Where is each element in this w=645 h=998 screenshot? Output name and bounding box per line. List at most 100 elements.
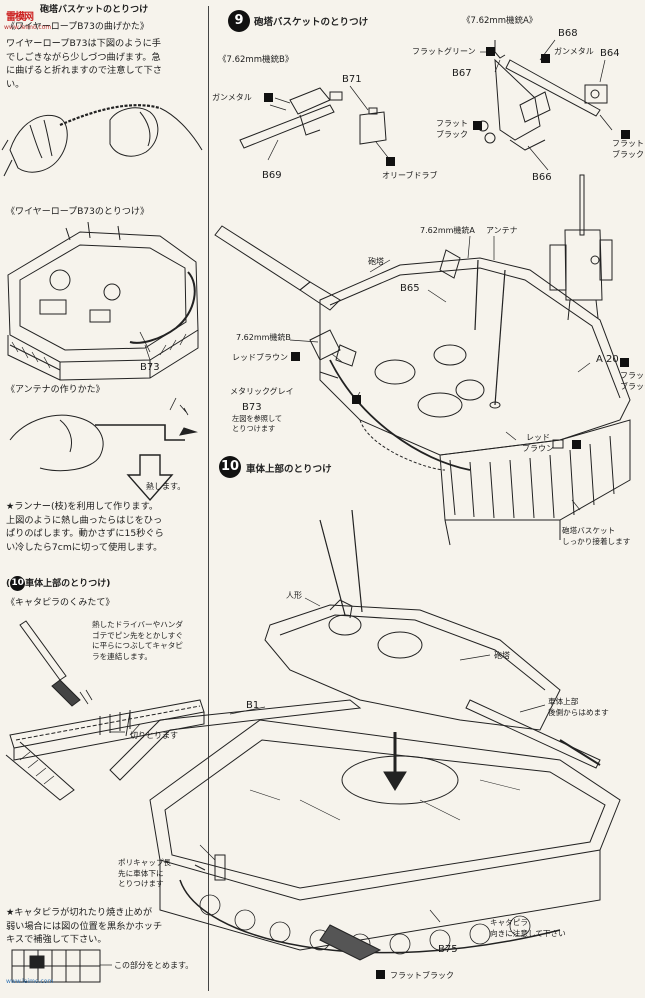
- turret-label-2: 砲塔: [494, 651, 510, 660]
- step-9-number: 9: [228, 10, 250, 32]
- part-label-a20: A 20: [596, 354, 619, 365]
- watermark-title: 雷模网: [6, 12, 34, 23]
- flat-black-swatch-2: [621, 130, 630, 139]
- note-line: とりつけます: [118, 879, 164, 888]
- subheading-antenna: 《アンテナの作りかた》: [6, 385, 105, 395]
- subheading-antenna-text: アンテナの作りかた: [15, 385, 96, 395]
- watermark-bottom: www.leimo.com: [6, 978, 54, 985]
- part-label-b68: B68: [558, 28, 578, 39]
- metallic-grey-swatch: [352, 395, 361, 404]
- note-line: 後側からはめます: [548, 707, 609, 717]
- hull-assembly-drawing: [110, 510, 620, 960]
- flat-green-swatch: [486, 47, 495, 56]
- subheading-wire-bending: 《ワイヤーロープB73の曲げかた》: [6, 22, 149, 32]
- b73-note: 左図を参照して とりつけます: [232, 414, 282, 433]
- paragraph-line: ぱりのばします。動かさずに15秒ぐら: [6, 528, 164, 539]
- red-brown-label-2: レッド ブラウン: [522, 433, 554, 453]
- subheading-wire-attach-text: ワイヤーロープB73のとりつけ: [15, 207, 140, 217]
- flat-black-label: フラット ブラック: [436, 119, 468, 139]
- paragraph-line: に曲げると折れますので注意して下さ: [6, 65, 162, 76]
- gunmetal-label: ガンメタル: [212, 93, 252, 102]
- paragraph-line: キスで補強して下さい。: [6, 934, 107, 945]
- mg-b-drawing: [240, 88, 386, 148]
- note-line: 向きに注意して下さい: [490, 928, 566, 938]
- flat-black-swatch-3: [620, 358, 629, 367]
- column-divider: [208, 6, 209, 991]
- track-reinforce-paragraph: ★キャタピラが切れたり焼き止めが 弱い場合には図の位置を黒糸かホッチ キスで補強…: [6, 906, 162, 947]
- paragraph-line: ★キャタピラが切れたり焼き止めが: [6, 907, 153, 918]
- track-heat-note: 熱したドライバーやハンダ ゴテでピン先をとかしすぐ に平らにつぶしてキャタピ ラ…: [92, 620, 183, 662]
- step-10-number: 10: [219, 456, 241, 478]
- part-label-b75: B75: [438, 944, 458, 955]
- part-label-b64: B64: [600, 48, 620, 59]
- red-brown-label: レッドブラウン: [232, 353, 288, 362]
- part-label-b67: B67: [452, 68, 472, 79]
- paragraph-line: 弱い場合には図の位置を黒糸かホッチ: [6, 920, 163, 932]
- hands-bending-wire-illustration: [2, 105, 202, 176]
- note-line: とりつけます: [232, 423, 276, 433]
- watermark-url: www.leimo.com: [4, 24, 52, 31]
- cut-label: 切りとります: [130, 731, 178, 740]
- note-line: キャタピラ: [490, 918, 528, 927]
- note-line: しっかり接着します: [562, 536, 631, 546]
- mg-a-heading: 《7.62mm機銃A》: [462, 16, 538, 26]
- part-label-b65: B65: [400, 283, 420, 294]
- paragraph-line: ★ランナー(枝)を利用して作ります。: [6, 501, 159, 512]
- metallic-grey-label: メタリックグレイ: [230, 387, 294, 396]
- part-label-b73-right: B73: [242, 402, 262, 413]
- figure-label: 人形: [286, 591, 302, 600]
- red-brown-swatch-2: [572, 440, 581, 449]
- antenna-paragraph: ★ランナー(枝)を利用して作ります。 上図のように熱し曲ったらはじをひっ ぱりの…: [6, 500, 164, 554]
- paragraph-line: 上図のように熱し曲ったらはじをひっ: [6, 514, 163, 526]
- flat-green-label: フラットグリーン: [412, 47, 476, 56]
- flat-black-swatch-4: [376, 970, 385, 979]
- upper-hull-note: 車体上部 後側からはめます: [548, 697, 609, 718]
- part-label-b66: B66: [532, 172, 552, 183]
- olive-drab-swatch: [386, 157, 395, 166]
- subheading-wire-bending-text: ワイヤーロープB73の曲げかた: [15, 22, 140, 32]
- antenna-making-drawing: [10, 398, 196, 500]
- basket-note: 砲塔バスケット しっかり接着します: [562, 526, 630, 547]
- subheading-track: 《キャタピラのくみたて》: [6, 598, 115, 608]
- note-line: 熱したドライバーやハンダ: [92, 620, 183, 629]
- flat-black-label-4: フラットブラック: [390, 971, 454, 980]
- track-direction-note: キャタピラ 向きに注意して下さい: [490, 918, 566, 939]
- track-reinforcement-drawing: [12, 950, 100, 982]
- note-line: ポリキャップ長: [118, 858, 172, 867]
- paragraph-line: い。: [6, 78, 25, 90]
- red-brown-swatch: [291, 352, 300, 361]
- watermark-logo: 雷模网 www.leimo.com: [2, 2, 51, 36]
- gunmetal-swatch: [264, 93, 273, 102]
- gunmetal-swatch-2: [541, 54, 550, 63]
- note-line: 左図を参照して: [232, 414, 283, 423]
- step-9-title: 砲塔バスケットのとりつけ: [254, 17, 369, 28]
- turret-wire-rope-drawing: [8, 222, 198, 380]
- gunmetal-label-2: ガンメタル: [554, 47, 594, 56]
- mg-b-label: 7.62mm機銃B: [236, 333, 291, 342]
- track-assembly-drawing: [6, 621, 204, 800]
- step10-left-number: 10: [10, 576, 26, 591]
- paragraph-line: い冷したら7cmに切って使用します。: [6, 541, 163, 553]
- note-line: 砲塔バスケット: [562, 526, 616, 535]
- note-line: ラを連結します。: [92, 651, 152, 661]
- subheading-wire-attach: 《ワイヤーロープB73のとりつけ》: [6, 207, 149, 217]
- note-line: に平らにつぶしてキャタピ: [92, 641, 183, 650]
- mg-a-label: 7.62mm機銃A: [420, 226, 475, 235]
- note-line: 車体上部: [548, 697, 579, 706]
- left-header-turret-basket: 砲塔バスケットのとりつけ: [40, 5, 149, 15]
- part-label-b1: B1: [246, 700, 260, 711]
- flat-black-swatch: [473, 121, 482, 130]
- part-label-b73: B73: [140, 362, 160, 373]
- olive-drab-label: オリーブドラブ: [382, 171, 438, 180]
- turret-basket-drawing: [215, 226, 630, 545]
- step10-left-header-text: 車体上部のとりつけ: [25, 579, 107, 589]
- part-label-b69: B69: [262, 170, 282, 181]
- paragraph-line: ワイヤーロープB73は下図のように手: [6, 38, 161, 49]
- turret-label: 砲塔: [368, 257, 384, 266]
- antenna-label: アンテナ: [486, 226, 518, 235]
- flat-black-label-2: フラット ブラック: [612, 139, 644, 159]
- wire-bending-paragraph: ワイヤーロープB73は下図のように手 でしごきながら少しづつ曲げます。急 に曲げ…: [6, 37, 162, 91]
- heat-label: 熱します。: [146, 482, 186, 491]
